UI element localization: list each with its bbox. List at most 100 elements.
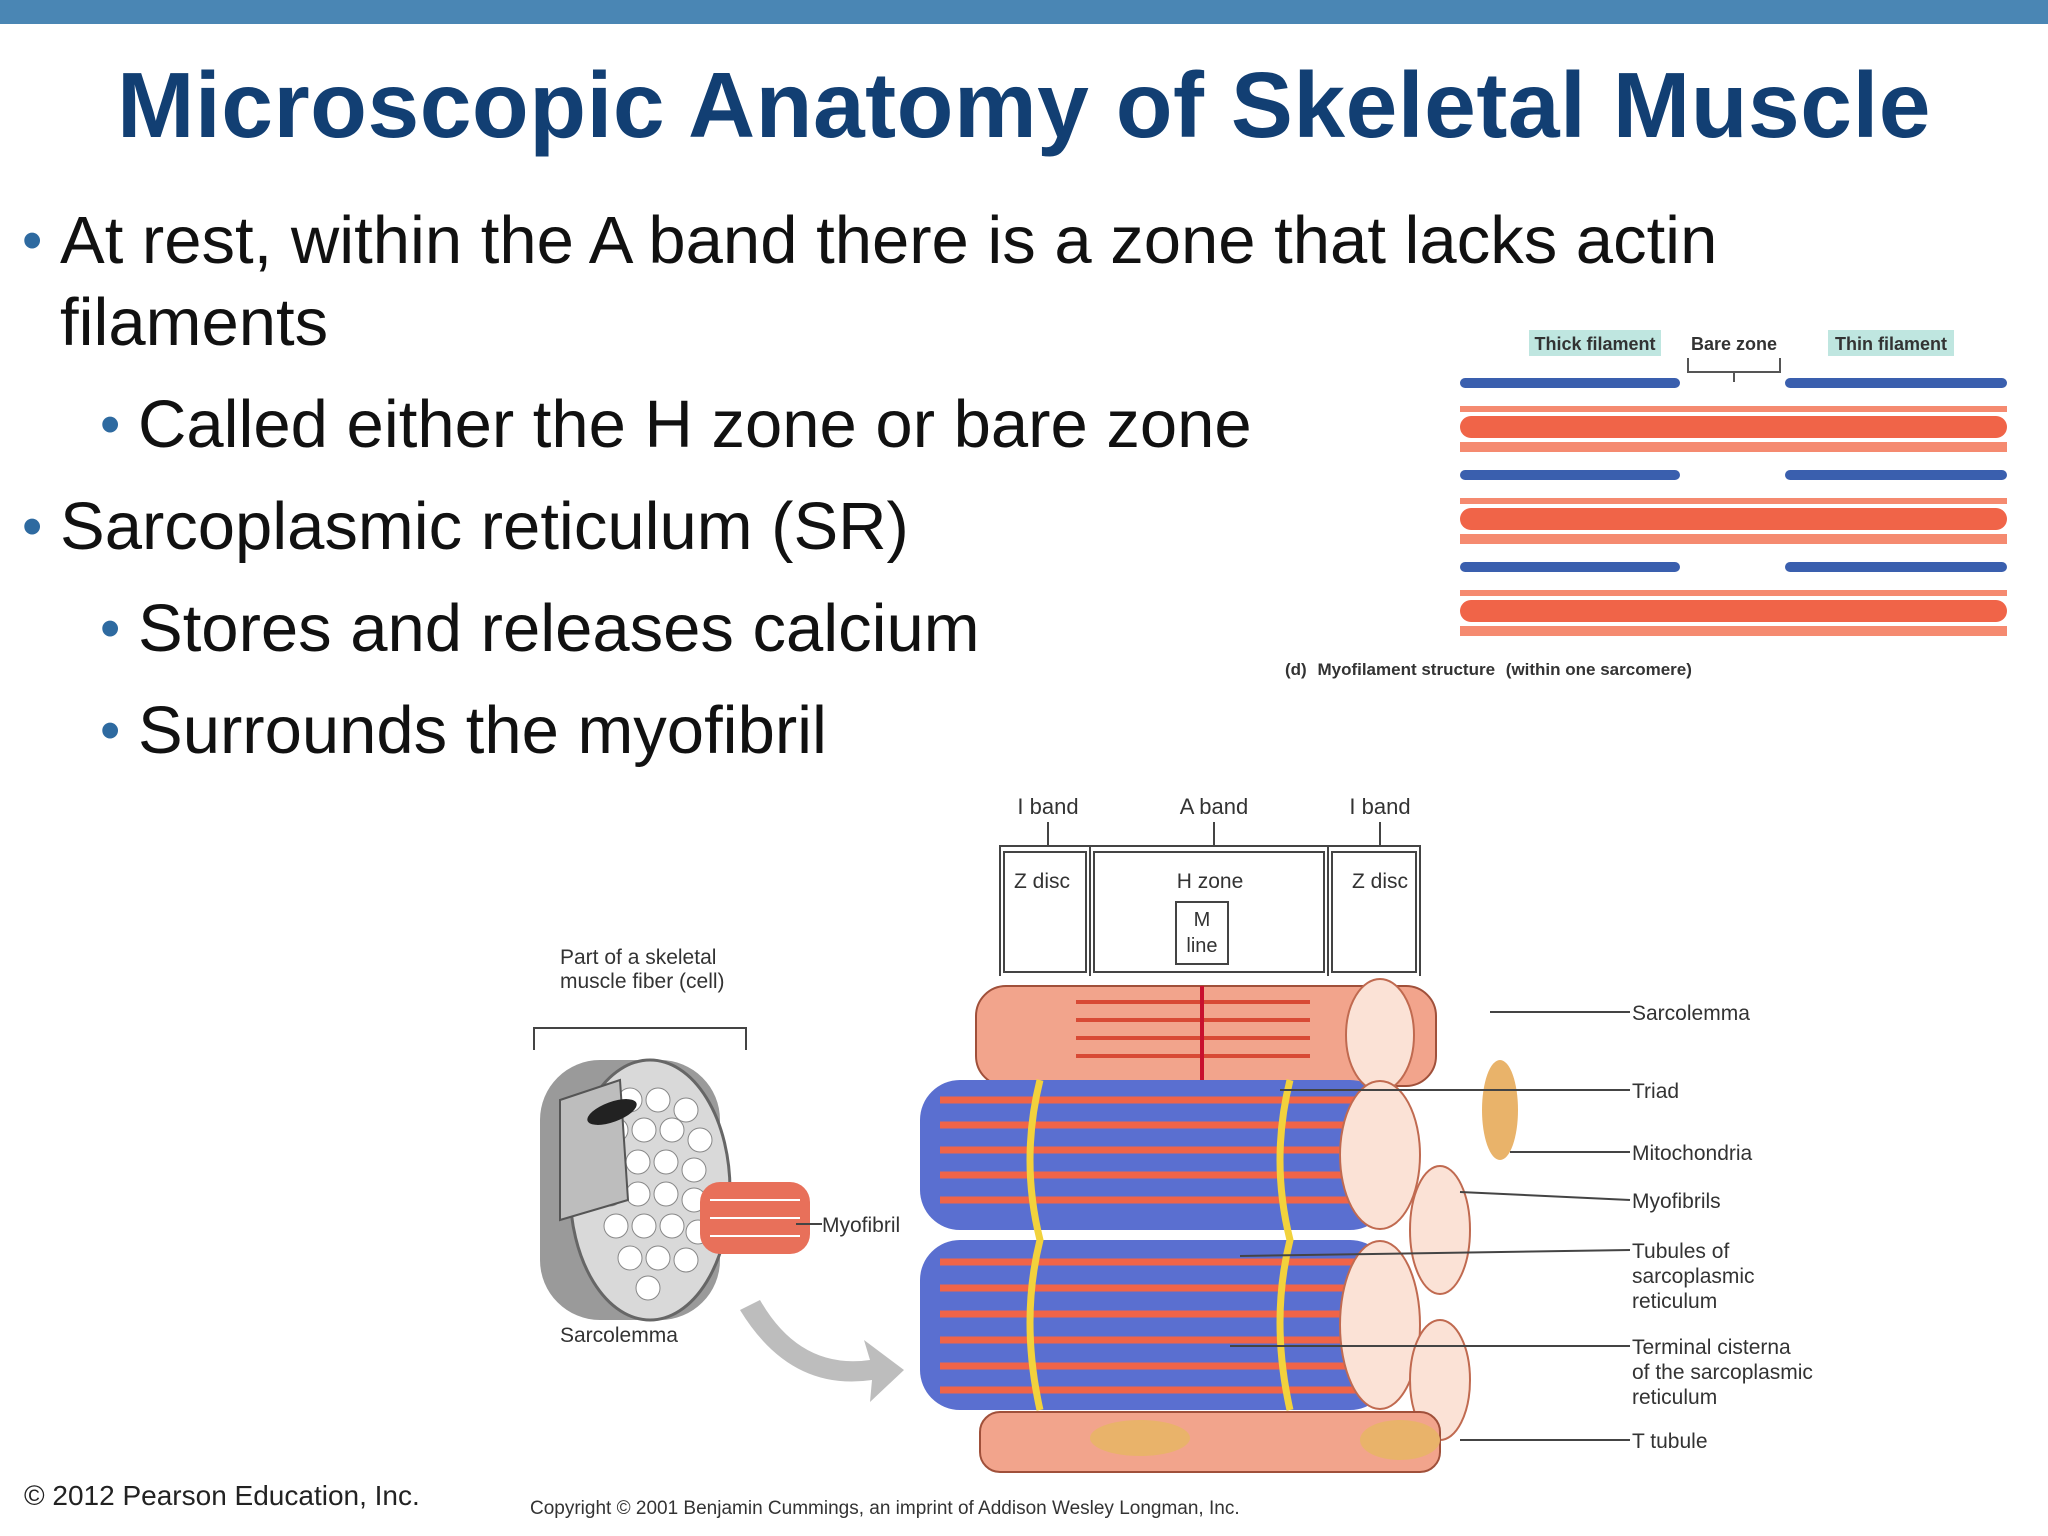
filament-row xyxy=(1460,470,2007,544)
sarcolemma-base xyxy=(979,1411,1441,1473)
leader-lines xyxy=(1230,1011,1631,1441)
slide-title: Microscopic Anatomy of Skeletal Muscle xyxy=(116,53,1932,157)
tubules-label-3: reticulum xyxy=(1632,1290,1717,1313)
bullet-dot-icon: • xyxy=(22,208,43,273)
actin-strand xyxy=(1460,508,2007,530)
end-face xyxy=(1339,1080,1421,1230)
myosin-strand xyxy=(1460,562,1680,572)
t-tubule-label: T tubule xyxy=(1632,1430,1708,1453)
actin-heads xyxy=(1460,442,1760,452)
sub-bullet-item: • Called either the H zone or bare zone xyxy=(22,384,1822,466)
a-band-label: A band xyxy=(1180,794,1249,819)
tubules-label-1: Tubules of xyxy=(1632,1240,1729,1263)
bullet-text: Sarcoplasmic reticulum (SR) xyxy=(60,489,909,564)
actin-heads xyxy=(1760,442,2007,452)
muscle-fiber-figure: I band A band I band Z disc H zone Z dis… xyxy=(533,794,1813,1473)
bare-zone-bracket xyxy=(1687,358,1781,373)
bullet-text: Called either the H zone or bare zone xyxy=(138,387,1252,462)
slide-footer: © 2012 Pearson Education, Inc. xyxy=(24,1480,420,1511)
actin-heads xyxy=(1460,534,2007,544)
myosin-strand xyxy=(1785,378,2007,388)
i-band-left-label: I band xyxy=(1017,794,1078,819)
bullet-text: Surrounds the myofibril xyxy=(138,693,827,768)
t-tubules xyxy=(1026,1079,1294,1411)
actin-strand xyxy=(1460,416,2007,438)
i-band-left-bracket xyxy=(999,845,1091,976)
terminal-label-2: of the sarcoplasmic xyxy=(1632,1361,1813,1384)
terminal-label-3: reticulum xyxy=(1632,1386,1717,1409)
bullet-item: • At rest, within the A band there is a … xyxy=(22,200,1822,364)
z-disc-left-box xyxy=(1003,851,1087,973)
myosin-strand xyxy=(1460,470,1680,480)
z-disc-right-box xyxy=(1331,851,1417,973)
caption-main: Myofilament structure xyxy=(1317,660,1495,679)
bullet-item: • Sarcoplasmic reticulum (SR) xyxy=(22,486,1822,568)
mitochondrion xyxy=(1360,1420,1440,1460)
myosin-strand xyxy=(1785,562,2007,572)
myosin-strand xyxy=(1785,470,2007,480)
m-line-box xyxy=(1175,901,1229,965)
fiber-cylinder xyxy=(540,1058,732,1322)
filament-rows xyxy=(1460,378,2007,636)
z-disc-right-label: Z disc xyxy=(1352,870,1408,893)
bullet-dot-icon: • xyxy=(100,392,121,457)
figure-caption: (d) Myofilament structure (within one sa… xyxy=(1285,660,1692,679)
myofibrils-label: Myofibrils xyxy=(1632,1190,1721,1213)
sarcolemma-label: Sarcolemma xyxy=(1632,1002,1750,1025)
upper-myofibril-bands xyxy=(940,1096,1370,1204)
actin-heads xyxy=(1460,590,2007,596)
lower-myofibril-bands xyxy=(940,1258,1370,1394)
i-band-right-label: I band xyxy=(1349,794,1410,819)
sub-bullet-item: • Surrounds the myofibril xyxy=(22,690,1822,772)
h-zone-label: H zone xyxy=(1177,870,1244,893)
end-face xyxy=(1345,978,1415,1092)
myofibril-label: Myofibril xyxy=(822,1214,900,1237)
top-accent-bar xyxy=(0,0,2048,24)
upper-myofibril xyxy=(920,1080,1390,1230)
actin-heads xyxy=(1460,626,2007,636)
filament-row xyxy=(1460,562,2007,636)
myofilament-figure: Thick filament Bare zone Thin filament xyxy=(1285,330,2007,679)
myosin-strand xyxy=(1460,378,1680,388)
myofibril-extract xyxy=(700,1182,810,1254)
actin-strand xyxy=(1460,600,2007,622)
caption-suffix: (within one sarcomere) xyxy=(1506,660,1692,679)
mitochondrion xyxy=(1090,1420,1190,1456)
thin-filament-label: Thin filament xyxy=(1835,334,1947,354)
tubules-label-2: sarcoplasmic xyxy=(1632,1265,1755,1288)
zoom-arrow-icon xyxy=(740,1300,904,1402)
filament-row xyxy=(1460,378,2007,452)
thick-filament-label: Thick filament xyxy=(1534,334,1655,354)
bullet-dot-icon: • xyxy=(100,596,121,661)
m-line-label-1: M xyxy=(1194,909,1211,931)
m-line-label-2: line xyxy=(1186,935,1217,957)
mitochondria-label: Mitochondria xyxy=(1632,1142,1753,1165)
nucleus xyxy=(587,1099,637,1125)
bullet-dot-icon: • xyxy=(100,698,121,763)
i-band-right-bracket xyxy=(1327,845,1421,976)
bullet-text: Stores and releases calcium xyxy=(138,591,980,666)
part-label-1: Part of a skeletal xyxy=(560,946,716,969)
slab-lines xyxy=(1076,1000,1310,1058)
end-face xyxy=(1409,1165,1471,1295)
bare-zone-label: Bare zone xyxy=(1691,334,1777,354)
myofibril-end-faces xyxy=(1339,978,1471,1441)
end-face xyxy=(1339,1240,1421,1410)
bullet-text: At rest, within the A band there is a zo… xyxy=(60,203,1718,278)
thin-filament-label-bg xyxy=(1828,330,1954,356)
sub-bullet-item: • Stores and releases calcium xyxy=(22,588,1822,670)
sarcolemma-left-label: Sarcolemma xyxy=(560,1324,678,1347)
bullet-dot-icon: • xyxy=(22,494,43,559)
mitochondrion xyxy=(1482,1060,1518,1160)
actin-heads xyxy=(1460,406,2007,412)
part-label-2: muscle fiber (cell) xyxy=(560,970,725,993)
thick-filament-label-bg xyxy=(1529,330,1661,356)
figure-copyright: Copyright © 2001 Benjamin Cummings, an i… xyxy=(530,1498,1240,1519)
fiber-bracket xyxy=(533,1027,747,1050)
terminal-label-1: Terminal cisterna xyxy=(1632,1336,1791,1359)
caption-prefix: (d) xyxy=(1285,660,1307,679)
bullet-list: • At rest, within the A band there is a … xyxy=(22,200,1822,792)
bullet-text-continued: filaments xyxy=(60,285,329,360)
myofibril-block xyxy=(920,978,1518,1473)
triad-label: Triad xyxy=(1632,1080,1679,1103)
